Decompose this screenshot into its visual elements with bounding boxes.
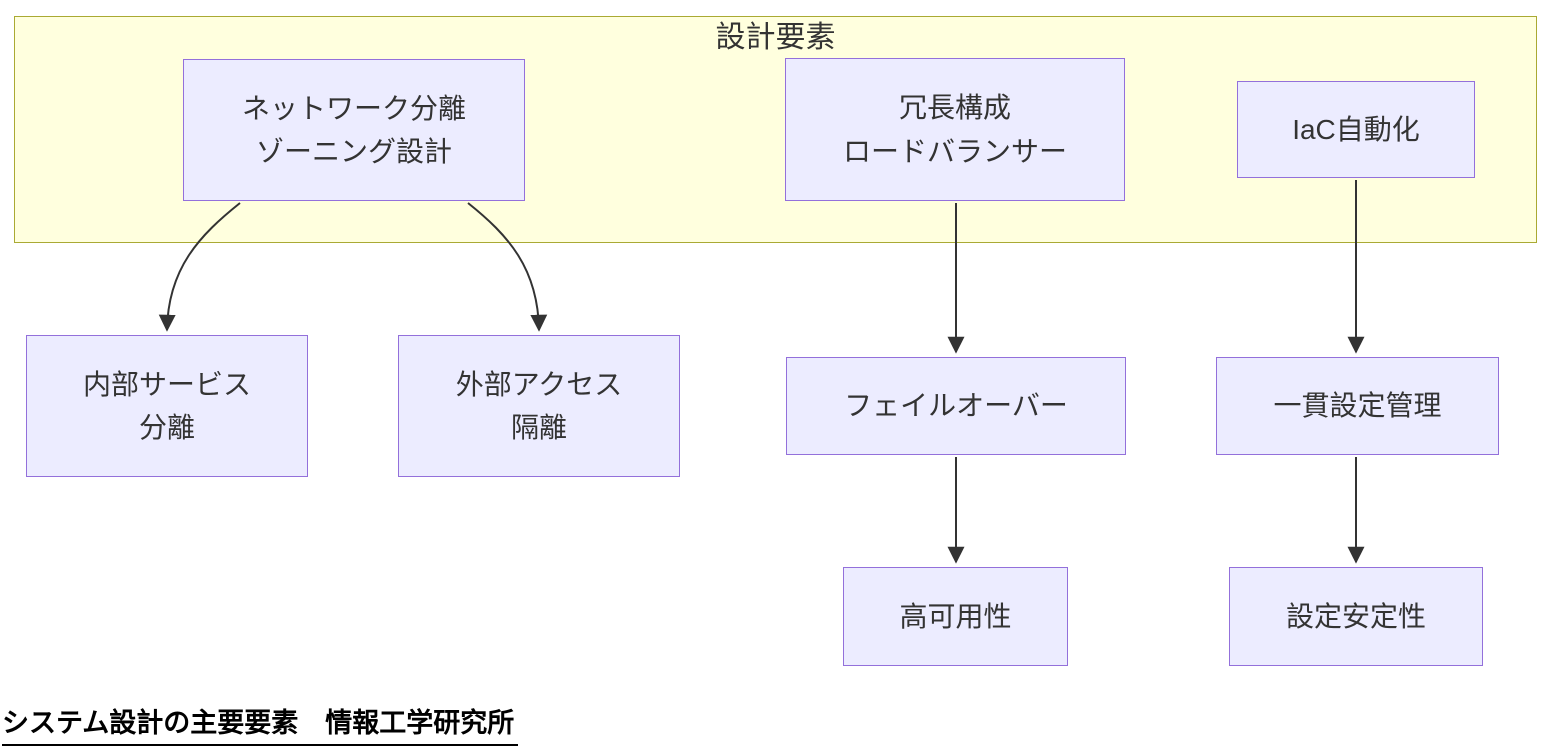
- node-internal-service-separation: 内部サービス 分離: [26, 335, 308, 477]
- node-label-line: 一貫設定管理: [1273, 390, 1442, 422]
- node-label-line: 内部サービス: [82, 368, 251, 400]
- node-redundancy-loadbalancer: 冗長構成 ロードバランサー: [785, 58, 1125, 201]
- node-label-line: 高可用性: [899, 600, 1012, 632]
- node-network-zoning: ネットワーク分離 ゾーニング設計: [183, 59, 525, 201]
- node-consistent-config-management: 一貫設定管理: [1216, 357, 1499, 455]
- node-high-availability: 高可用性: [843, 567, 1068, 666]
- node-label-line: 外部アクセス: [455, 368, 623, 400]
- node-label-line: 隔離: [510, 412, 567, 443]
- node-failover: フェイルオーバー: [786, 357, 1126, 455]
- node-label-line: 冗長構成: [898, 92, 1011, 124]
- node-label-line: ネットワーク分離: [241, 92, 466, 124]
- edge-network-to-external: [467, 202, 548, 332]
- node-label-line: 設定安定性: [1285, 600, 1426, 632]
- node-label-line: ロードバランサー: [842, 135, 1067, 167]
- edge-network-to-internal: [158, 202, 241, 332]
- node-label-line: ゾーニング設計: [255, 136, 452, 167]
- node-external-access-isolation: 外部アクセス 隔離: [398, 335, 680, 477]
- diagram-caption: システム設計の主要要素 情報工学研究所: [2, 701, 519, 746]
- node-label-line: 分離: [138, 412, 195, 443]
- node-iac-automation: IaC自動化: [1237, 81, 1475, 178]
- cluster-title: 設計要素: [715, 21, 836, 54]
- node-label-line: フェイルオーバー: [844, 390, 1068, 422]
- node-config-stability: 設定安定性: [1229, 567, 1483, 666]
- node-label-line: IaC自動化: [1292, 113, 1420, 145]
